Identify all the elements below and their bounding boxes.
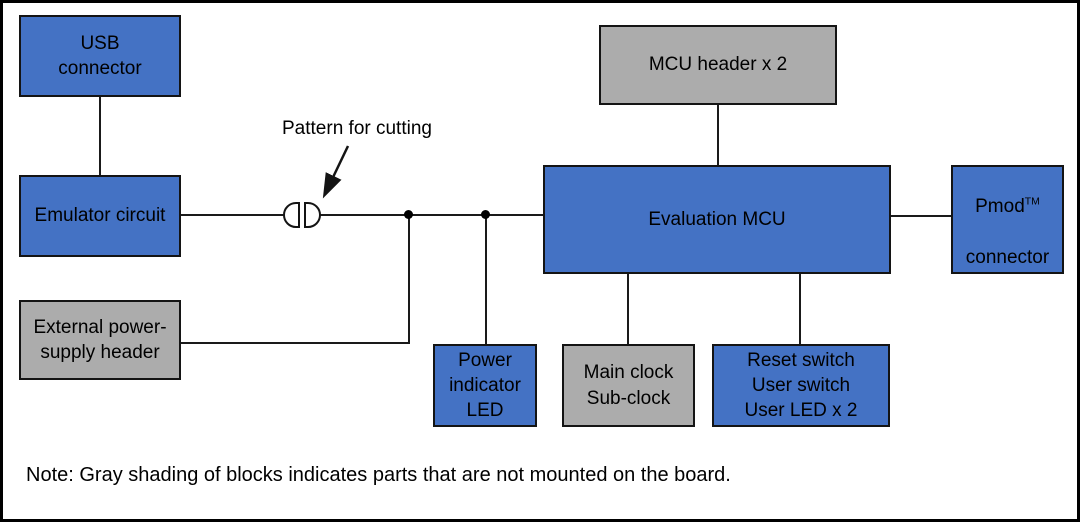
block-main-clock-sub-clock: Main clock Sub-clock <box>562 344 695 427</box>
block-reset-user-switch-led: Reset switch User switch User LED x 2 <box>712 344 890 427</box>
cut-pattern-icon <box>283 202 300 228</box>
block-mcu-header: MCU header x 2 <box>599 25 837 105</box>
wire-extpower-horizontal <box>181 342 410 344</box>
pattern-for-cutting-label: Pattern for cutting <box>282 118 432 139</box>
wire-mcu-to-pmod <box>891 215 951 217</box>
pmod-line2: connector <box>965 246 1050 268</box>
block-usb-connector: USB connector <box>19 15 181 97</box>
wire-mcuheader-to-mcu <box>717 105 719 165</box>
pmod-trademark: TM <box>1024 197 1040 209</box>
junction-dot-icon <box>404 210 413 219</box>
wire-usb-to-emulator <box>99 97 101 175</box>
block-evaluation-mcu: Evaluation MCU <box>543 165 891 274</box>
arrow-down-left-icon <box>322 145 350 199</box>
block-emulator-circuit: Emulator circuit <box>19 175 181 257</box>
wire-mcu-to-clocks <box>627 274 629 344</box>
wire-to-power-led <box>485 214 487 344</box>
wire-extpower-vertical <box>408 214 410 344</box>
block-power-indicator-led: Power indicator LED <box>433 344 537 427</box>
pmod-name: Pmod <box>975 196 1025 218</box>
wire-emulator-to-cut <box>181 214 284 216</box>
block-external-power-supply-header: External power- supply header <box>19 300 181 380</box>
pmod-label: PmodTM connector <box>966 169 1049 269</box>
wire-cut-to-mcu <box>320 214 543 216</box>
junction-dot-icon <box>481 210 490 219</box>
block-pmod-connector: PmodTM connector <box>951 165 1064 274</box>
gray-shading-note: Note: Gray shading of blocks indicates p… <box>26 464 731 486</box>
cut-pattern-icon <box>304 202 321 228</box>
wire-mcu-to-switches <box>799 274 801 344</box>
